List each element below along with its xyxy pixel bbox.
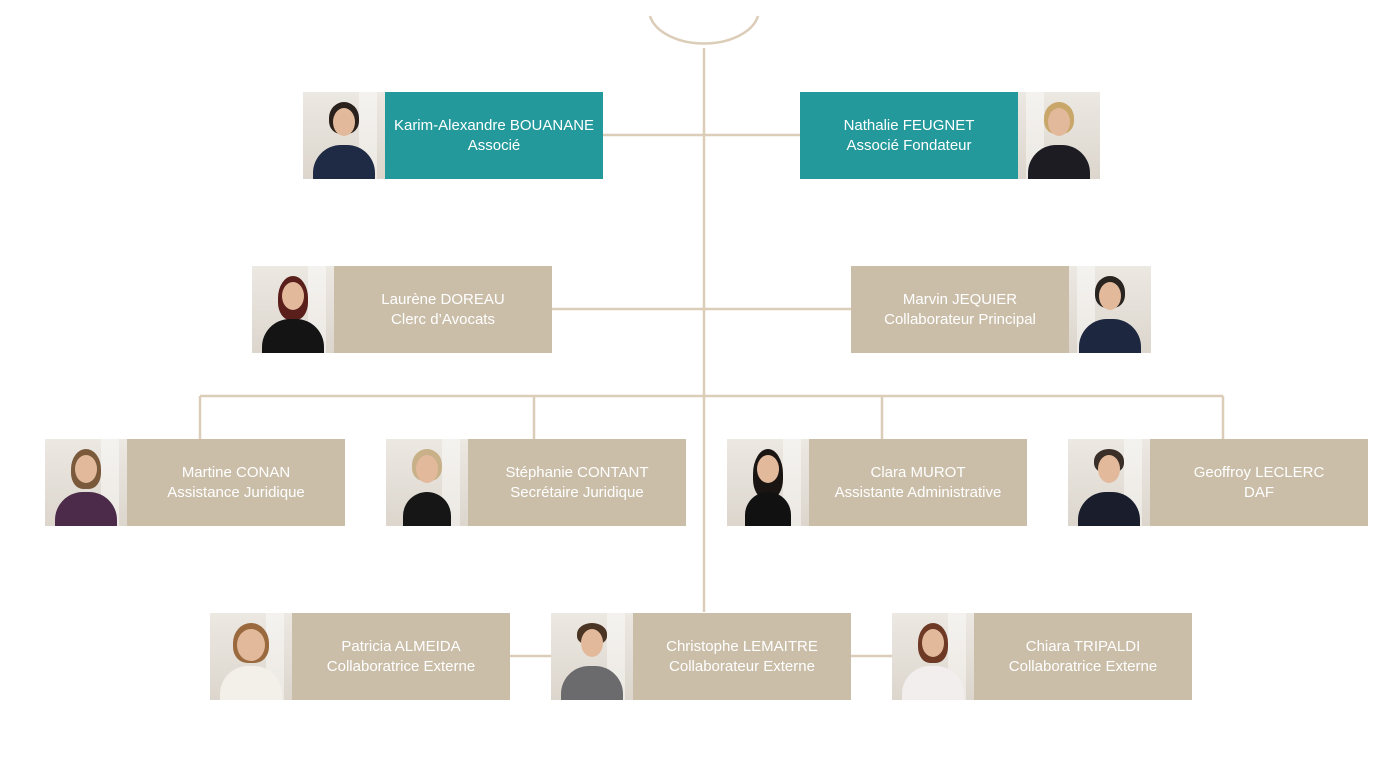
person-role: Collaborateur Principal — [884, 310, 1036, 328]
person-name: Laurène DOREAU — [381, 290, 505, 308]
person-role: Secrétaire Juridique — [510, 483, 644, 501]
person-card[interactable]: Karim-Alexandre BOUANANE Associé — [303, 92, 603, 179]
person-name: Patricia ALMEIDA — [341, 637, 461, 655]
person-card[interactable]: Marvin JEQUIER Collaborateur Principal — [851, 266, 1151, 353]
portrait-man-suit-icon — [1068, 439, 1150, 526]
portrait-man-suit-icon — [303, 92, 385, 179]
person-name: Clara MUROT — [870, 463, 966, 481]
person-card[interactable]: Clara MUROT Assistante Administrative — [727, 439, 1027, 526]
person-role: Collaboratrice Externe — [1008, 657, 1158, 675]
person-name: Stéphanie CONTANT — [505, 463, 649, 481]
person-role: DAF — [1244, 483, 1274, 501]
person-card[interactable]: Chiara TRIPALDI Collaboratrice Externe — [892, 613, 1192, 700]
person-name: Christophe LEMAITRE — [666, 637, 818, 655]
person-name: Martine CONAN — [181, 463, 291, 481]
person-name: Karim-Alexandre BOUANANE — [393, 116, 595, 134]
person-role: Collaborateur Externe — [669, 657, 815, 675]
person-role: Associé — [467, 136, 521, 154]
portrait-woman-glasses-icon — [892, 613, 974, 700]
portrait-woman-blonde-icon — [1018, 92, 1100, 179]
portrait-woman-blonde-icon — [386, 439, 468, 526]
person-card[interactable]: Martine CONAN Assistance Juridique — [45, 439, 345, 526]
person-role: Assistante Administrative — [834, 483, 1002, 501]
person-role: Assistance Juridique — [167, 483, 305, 501]
person-card[interactable]: Laurène DOREAU Clerc d’Avocats — [252, 266, 552, 353]
portrait-woman-dark-hair-icon — [727, 439, 809, 526]
person-card[interactable]: Patricia ALMEIDA Collaboratrice Externe — [210, 613, 510, 700]
person-role: Collaboratrice Externe — [326, 657, 476, 675]
person-name: Marvin JEQUIER — [902, 290, 1018, 308]
portrait-man-beard-icon — [551, 613, 633, 700]
portrait-woman-smiling-icon — [210, 613, 292, 700]
top-arc-connector — [648, 15, 760, 45]
person-name: Chiara TRIPALDI — [1025, 637, 1141, 655]
person-card[interactable]: Stéphanie CONTANT Secrétaire Juridique — [386, 439, 686, 526]
person-name: Geoffroy LECLERC — [1193, 463, 1325, 481]
person-card[interactable]: Christophe LEMAITRE Collaborateur Extern… — [551, 613, 851, 700]
person-role: Associé Fondateur — [846, 136, 972, 154]
portrait-man-suit-icon — [1069, 266, 1151, 353]
person-card[interactable]: Nathalie FEUGNET Associé Fondateur — [800, 92, 1100, 179]
person-card[interactable]: Geoffroy LECLERC DAF — [1068, 439, 1368, 526]
person-role: Clerc d’Avocats — [391, 310, 495, 328]
portrait-woman-glasses-icon — [45, 439, 127, 526]
portrait-woman-auburn-icon — [252, 266, 334, 353]
person-name: Nathalie FEUGNET — [843, 116, 975, 134]
